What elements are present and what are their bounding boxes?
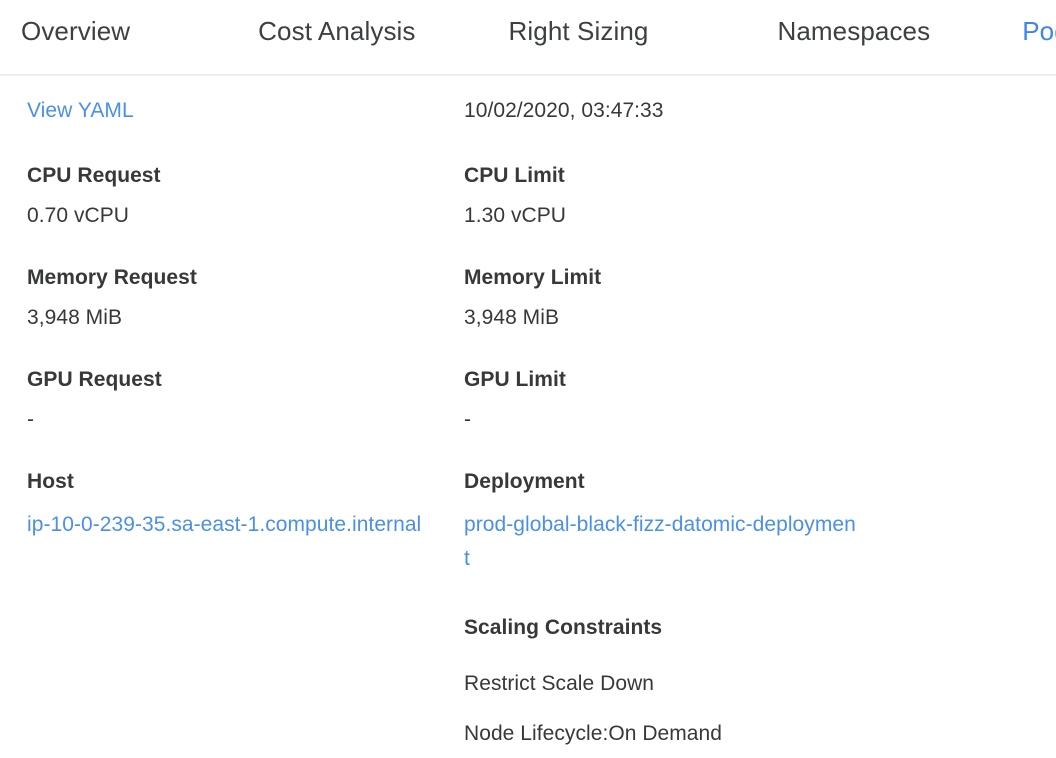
timestamp-row: 10/02/2020, 03:47:33 <box>464 94 859 128</box>
deployment-link[interactable]: prod-global-black-fizz-datomic-deploymen… <box>464 513 856 570</box>
tab-pods[interactable]: Pods <box>1022 0 1056 76</box>
tab-namespaces[interactable]: Namespaces <box>777 0 930 76</box>
field-gpu-request: GPU Request - <box>27 366 422 434</box>
field-memory-limit: Memory Limit 3,948 MiB <box>464 264 859 332</box>
tab-pods-label: Pods <box>1022 16 1056 46</box>
tab-cost-analysis-label: Cost Analysis <box>258 16 416 46</box>
field-memory-request: Memory Request 3,948 MiB <box>27 264 422 332</box>
tab-right-sizing-label: Right Sizing <box>508 16 649 46</box>
details-column-left: View YAML CPU Request 0.70 vCPU Memory R… <box>27 94 422 542</box>
host-label: Host <box>27 470 74 493</box>
cpu-limit-value: 1.30 vCPU <box>464 204 566 227</box>
memory-request-label: Memory Request <box>27 266 197 289</box>
host-link[interactable]: ip-10-0-239-35.sa-east-1.compute.interna… <box>27 513 422 536</box>
tab-overview-label: Overview <box>21 16 131 46</box>
view-yaml-link[interactable]: View YAML <box>27 99 134 122</box>
tab-cost-analysis[interactable]: Cost Analysis <box>258 0 415 76</box>
field-gpu-limit: GPU Limit - <box>464 366 859 434</box>
scaling-constraint-restrict-scale-down: Restrict Scale Down <box>464 672 655 695</box>
cpu-request-label: CPU Request <box>27 164 161 187</box>
memory-limit-label: Memory Limit <box>464 266 602 289</box>
memory-request-value: 3,948 MiB <box>27 306 123 329</box>
gpu-limit-label: GPU Limit <box>464 368 566 391</box>
cpu-limit-label: CPU Limit <box>464 164 565 187</box>
tab-right-sizing[interactable]: Right Sizing <box>509 0 649 76</box>
field-host: Host ip-10-0-239-35.sa-east-1.compute.in… <box>27 468 422 542</box>
field-deployment: Deployment prod-global-black-fizz-datomi… <box>464 468 859 576</box>
memory-limit-value: 3,948 MiB <box>464 306 560 329</box>
view-yaml-row: View YAML <box>27 94 422 128</box>
deployment-label: Deployment <box>464 470 585 493</box>
scaling-constraint-node-lifecycle: Node Lifecycle:On Demand <box>464 722 722 745</box>
tab-list: Overview Cost Analysis Right Sizing Name… <box>0 0 1056 76</box>
field-cpu-request: CPU Request 0.70 vCPU <box>27 162 422 230</box>
pod-timestamp: 10/02/2020, 03:47:33 <box>464 99 664 122</box>
scaling-constraints-section: Scaling Constraints Restrict Scale Down … <box>464 614 859 748</box>
gpu-request-value: - <box>27 408 35 431</box>
gpu-request-label: GPU Request <box>27 368 162 391</box>
details-column-right: 10/02/2020, 03:47:33 CPU Limit 1.30 vCPU… <box>464 94 859 748</box>
gpu-limit-value: - <box>464 408 472 431</box>
scaling-constraints-label: Scaling Constraints <box>464 616 663 639</box>
tab-overview[interactable]: Overview <box>21 0 130 76</box>
pod-details-content: View YAML CPU Request 0.70 vCPU Memory R… <box>0 76 1056 758</box>
field-cpu-limit: CPU Limit 1.30 vCPU <box>464 162 859 230</box>
tab-bar: Overview Cost Analysis Right Sizing Name… <box>0 0 1056 76</box>
tab-namespaces-label: Namespaces <box>777 16 931 46</box>
cpu-request-value: 0.70 vCPU <box>27 204 129 227</box>
